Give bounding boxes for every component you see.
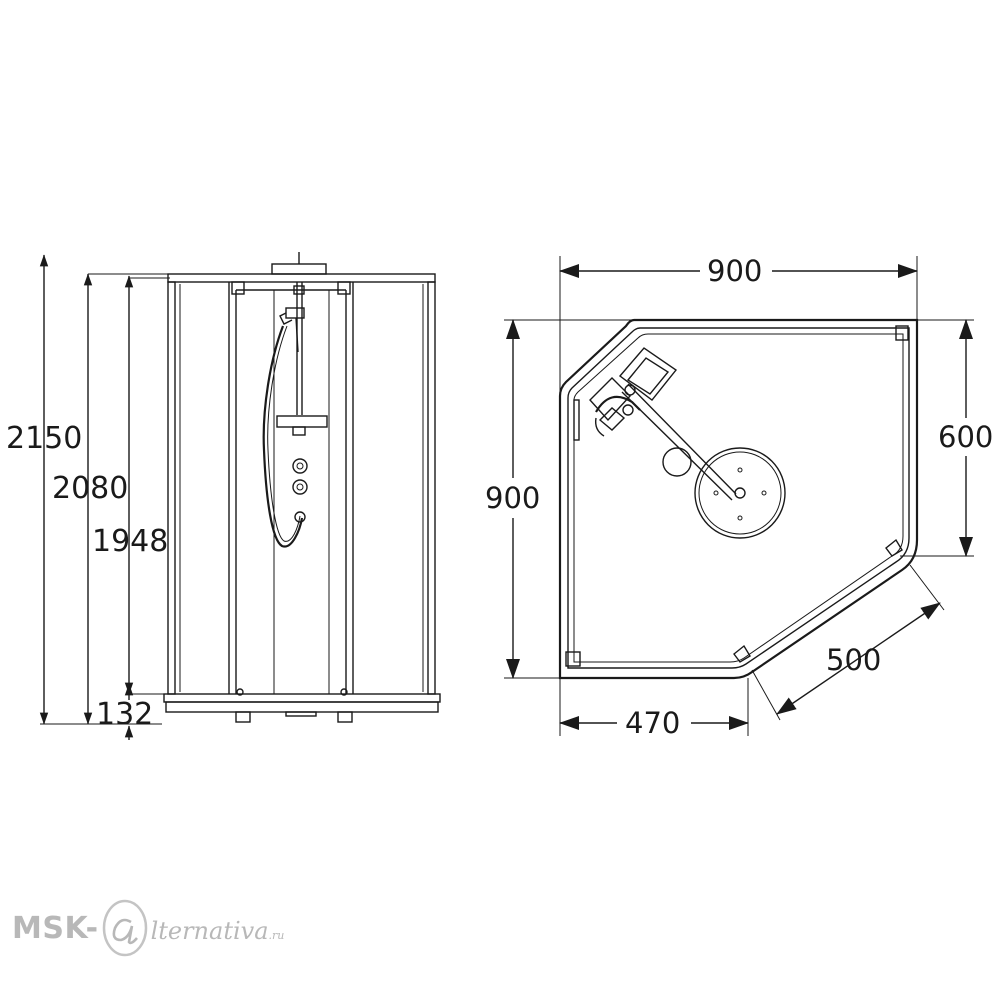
dim-total-height: 2150: [6, 421, 82, 456]
watermark-a-logo-icon: [102, 899, 147, 957]
watermark-right-text: lternativa.ru: [151, 917, 285, 945]
dim-top-depth: 900: [485, 481, 540, 515]
dim-top-diagonal: 500: [826, 643, 881, 677]
top-dimension-arrows: [506, 264, 973, 730]
dim-top-front-segment: 470: [625, 706, 680, 740]
watermark: MSK- lternativa.ru: [12, 898, 284, 958]
top-view: 900 900 600 500 470: [484, 252, 1000, 742]
dim-tray-height: 132: [96, 697, 153, 732]
front-dimension-lines: [39, 254, 170, 740]
dim-door-height: 1948: [92, 524, 168, 559]
dim-top-side: 600: [938, 420, 993, 454]
shower-cabin-front: [163, 252, 441, 723]
dim-cabin-height: 2080: [52, 471, 128, 506]
watermark-domain-suffix: .ru: [268, 929, 285, 942]
watermark-left-text: MSK-: [12, 910, 99, 946]
front-view: 2150 2080 1948 132: [6, 252, 441, 740]
shower-tray-plan: [558, 318, 919, 680]
dim-top-width: 900: [707, 254, 762, 288]
watermark-brand-text: lternativa: [150, 917, 269, 945]
